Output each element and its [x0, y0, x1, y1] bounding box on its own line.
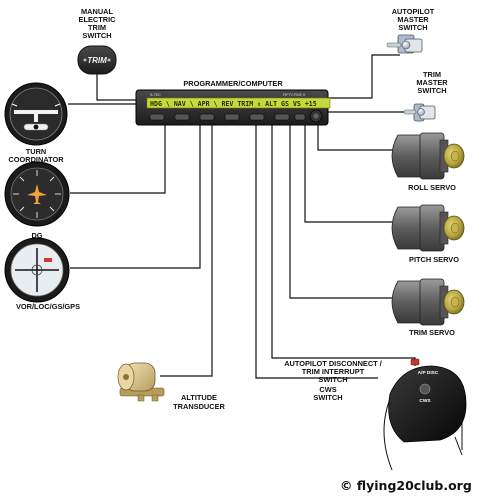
trim-master-label-2: MASTER [416, 78, 448, 87]
autopilot-master-switch: AUTOPILOT MASTER SWITCH [386, 7, 435, 54]
vor-to-from-flag [44, 258, 52, 262]
dg-airplane [27, 184, 47, 204]
turn-coordinator: TURN COORDINATOR [4, 82, 68, 164]
roll-servo-motor [391, 134, 425, 178]
altitude-transducer-port [123, 374, 129, 380]
yoke-grip: A/P DISC CWS [383, 358, 467, 471]
wire-manual-trim [96, 74, 138, 101]
turn-coordinator-label-2: COORDINATOR [8, 155, 64, 164]
trim-master-lever [403, 109, 417, 115]
yoke-shaft [454, 436, 463, 456]
ap-disc-button [410, 358, 420, 366]
directional-gyro: DG [4, 161, 70, 240]
trim-switch-screw-right [107, 58, 111, 62]
altitude-transducer: ALTITUDE TRANSDUCER [117, 362, 226, 411]
manual-trim-label-2: ELECTRIC [79, 15, 117, 24]
ap-disconnect-label-group: AUTOPILOT DISCONNECT / TRIM INTERRUPT SW… [284, 359, 382, 384]
trim-servo-label: TRIM SERVO [409, 328, 455, 337]
wire-dg [70, 122, 166, 194]
trim-master-label-1: TRIM [423, 70, 441, 79]
trim-servo-motor [391, 280, 425, 324]
programmer-button-3 [199, 113, 215, 121]
wire-vor [70, 122, 201, 269]
manual-trim-switch: MANUAL ELECTRIC TRIM SWITCH TRIM [77, 7, 117, 75]
programmer-button-6 [274, 113, 290, 121]
programmer-display [146, 97, 331, 109]
pitch-servo-motor [391, 206, 425, 250]
programmer-knob-center [313, 113, 319, 119]
wire-cws [255, 122, 378, 379]
roll-servo-label: ROLL SERVO [408, 183, 456, 192]
pitch-servo-label: PITCH SERVO [409, 255, 459, 264]
programmer-button-5 [249, 113, 265, 121]
pitch-servo: PITCH SERVO [391, 204, 465, 264]
turn-coordinator-index-left [11, 103, 18, 107]
altitude-transducer-label-1: ALTITUDE [181, 393, 217, 402]
manual-trim-label-3: TRIM [88, 23, 106, 32]
turn-coordinator-index-right [54, 103, 61, 107]
trim-master-nut [417, 108, 425, 116]
manual-trim-label-4: SWITCH [82, 31, 111, 40]
turn-coordinator-ball [33, 124, 39, 130]
turn-coordinator-airplane [14, 110, 58, 122]
dg-compass-ticks [13, 170, 61, 218]
ap-master-lever [386, 42, 402, 48]
pitch-servo-capstan-hub [450, 222, 460, 234]
programmer-button-4 [224, 113, 240, 121]
vor-label: VOR/LOC/GS/GPS [16, 302, 80, 311]
cws-switch-label-1: CWS [319, 385, 336, 394]
yoke-grip-body [388, 365, 467, 443]
ap-master-label-1: AUTOPILOT [392, 7, 435, 16]
credit-watermark: © flying20club.org [340, 478, 472, 493]
trim-master-label-3: SWITCH [417, 86, 446, 95]
programmer-button-7 [294, 113, 306, 121]
yoke-cws-label: CWS [419, 398, 431, 404]
ap-disconnect-label-1: AUTOPILOT DISCONNECT / [284, 359, 382, 368]
ap-disconnect-label-2: TRIM INTERRUPT [302, 367, 365, 376]
turn-coordinator-label-1: TURN [26, 147, 47, 156]
vor-center-ring [31, 264, 43, 276]
ap-master-label-3: SWITCH [398, 23, 427, 32]
trim-servo-capstan-hub [450, 296, 460, 308]
programmer-computer: PROGRAMMER/COMPUTER S-TEC FIFTY-FIVE X H… [135, 79, 331, 126]
programmer-label: PROGRAMMER/COMPUTER [183, 79, 283, 88]
wire-altitude [160, 122, 213, 377]
roll-servo: ROLL SERVO [391, 132, 465, 192]
ap-disconnect-label-3: SWITCH [318, 375, 347, 384]
programmer-brand: FIFTY-FIVE X [283, 93, 306, 97]
trim-switch-knob-label: TRIM [87, 56, 107, 65]
programmer-display-text: HDG \ NAV \ APR \ REV TRIM ⇕ ALT GS VS +… [150, 100, 317, 108]
cws-button [419, 383, 431, 395]
dg-label: DG [31, 231, 42, 240]
programmer-button-1 [149, 113, 165, 121]
trim-master-switch: TRIM MASTER SWITCH [403, 70, 448, 122]
ap-master-label-2: MASTER [397, 15, 429, 24]
wire-pitch-servo [304, 122, 392, 223]
altitude-transducer-leg-right [151, 394, 159, 402]
manual-trim-label-1: MANUAL [81, 7, 114, 16]
roll-servo-capstan-hub [450, 150, 460, 162]
cws-switch-label-group: CWS SWITCH [313, 385, 342, 402]
wire-autopilot-master [327, 54, 400, 99]
cws-switch-label-2: SWITCH [313, 393, 342, 402]
programmer-model: S-TEC [150, 93, 161, 97]
wire-trim-servo [289, 122, 392, 299]
altitude-transducer-leg-left [137, 394, 145, 402]
trim-switch-plate [77, 45, 117, 75]
vor-indicator: VOR/LOC/GS/GPS [4, 237, 80, 311]
altitude-transducer-label-2: TRANSDUCER [173, 402, 225, 411]
yoke-ap-disc-label: A/P DISC [418, 370, 439, 376]
programmer-button-2 [174, 113, 190, 121]
trim-servo: TRIM SERVO [391, 278, 465, 337]
ap-master-nut [401, 40, 411, 50]
trim-switch-screw-left [83, 58, 87, 62]
wire-roll-servo [317, 120, 395, 151]
